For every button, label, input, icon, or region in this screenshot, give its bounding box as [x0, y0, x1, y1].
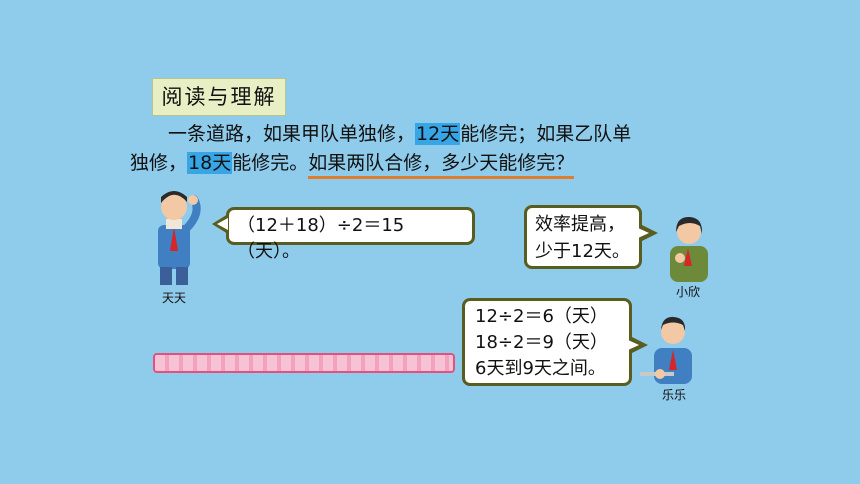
xiaoxin-speech-line-1: 效率提高，	[535, 214, 625, 235]
problem-text-part: 能修完。	[232, 152, 309, 174]
girl-illustration	[670, 216, 708, 282]
lele-speech-line-3: 6天到9天之间。	[475, 358, 606, 379]
boy-with-pencil-illustration	[640, 316, 692, 384]
xiaoxin-name: 小欣	[676, 285, 701, 299]
problem-text-part: 能修完；如果乙队单	[460, 123, 632, 145]
bubble-tail-fill	[638, 228, 649, 238]
section-tag: 阅读与理解	[152, 78, 286, 116]
lele-figure	[640, 312, 702, 384]
highlight-12-days: 12天	[415, 123, 461, 145]
xiaoxin-figure	[662, 210, 714, 282]
tiantian-speech-text: （12＋18）÷2＝15（天）。	[237, 215, 405, 262]
progress-bar	[153, 353, 455, 373]
xiaoxin-speech-bubble: 效率提高， 少于12天。	[524, 205, 642, 269]
highlight-18-days: 18天	[187, 152, 233, 174]
xiaoxin-speech-line-2: 少于12天。	[535, 241, 630, 262]
problem-text-part: 独修，	[130, 152, 188, 174]
lele-speech-line-1: 12÷2＝6（天）	[475, 306, 608, 327]
boy-thinking-illustration	[158, 191, 201, 285]
problem-line-1: 一条道路，如果甲队单独修，12天能修完；如果乙队单	[130, 120, 710, 149]
problem-line-2: 独修，18天能修完。如果两队合修，多少天能修完？	[130, 149, 710, 179]
tiantian-figure	[140, 185, 210, 285]
tiantian-speech-bubble: （12＋18）÷2＝15（天）。	[226, 207, 475, 262]
bubble-tail-fill	[628, 340, 639, 350]
progress-bar-fill	[155, 355, 453, 371]
question-underlined: 如果两队合修，多少天能修完？	[308, 152, 575, 179]
lele-speech-bubble: 12÷2＝6（天） 18÷2＝9（天） 6天到9天之间。	[462, 298, 632, 386]
bubble-tail-fill	[217, 218, 228, 230]
problem-text: 一条道路，如果甲队单独修，12天能修完；如果乙队单 独修，18天能修完。如果两队…	[130, 120, 710, 179]
lele-name: 乐乐	[662, 388, 687, 402]
tiantian-name: 天天	[162, 291, 187, 305]
lele-speech-line-2: 18÷2＝9（天）	[475, 332, 608, 353]
problem-text-part: 一条道路，如果甲队单独修，	[168, 123, 416, 145]
